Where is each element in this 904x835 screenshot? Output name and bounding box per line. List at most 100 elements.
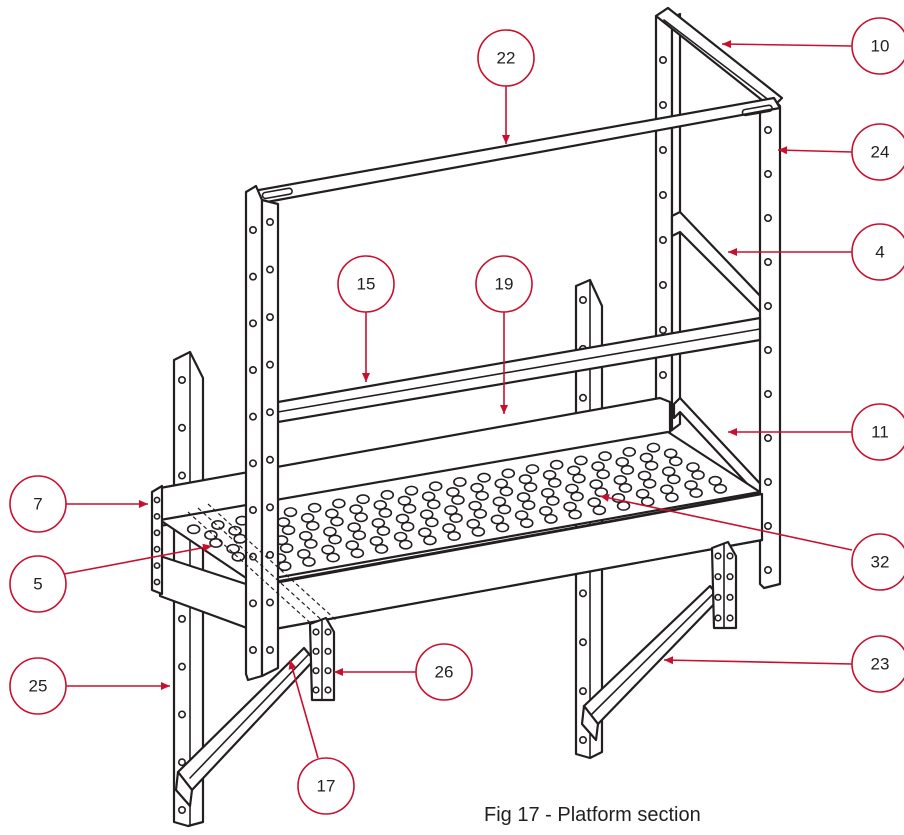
deck-perforation — [519, 518, 534, 529]
bolt-hole — [324, 647, 332, 655]
deck-perforation — [686, 462, 700, 473]
callout-circle — [851, 533, 904, 591]
deck-perforation — [378, 507, 393, 518]
bolt-hole — [658, 55, 667, 64]
leader-arrowhead — [600, 493, 610, 502]
deck-perforation — [589, 479, 603, 490]
bolt-hole — [714, 593, 722, 601]
deck-perforation — [321, 544, 335, 555]
bolt-hole — [265, 550, 274, 559]
bolt-hole — [578, 393, 587, 402]
deck-perforation — [425, 517, 439, 528]
bolt-hole — [578, 735, 587, 744]
deck-perforation — [501, 468, 516, 479]
callout-circle — [851, 403, 904, 461]
deck-perforation — [231, 551, 246, 562]
callout-label: 7 — [33, 495, 42, 514]
deck-perforation — [442, 523, 456, 534]
deck-perforation — [471, 526, 486, 537]
deck-perforation — [525, 464, 540, 475]
deck-perforation — [369, 535, 384, 546]
deck-perforation — [400, 521, 415, 532]
callout-label: 22 — [497, 49, 516, 68]
deck-perforation — [304, 538, 318, 549]
callout-circle — [477, 29, 535, 87]
callout-label: 24 — [871, 143, 890, 162]
bolt-hole — [658, 101, 667, 110]
deck-perforation — [668, 456, 683, 467]
deck-perforation — [447, 531, 461, 542]
deck-perforation — [402, 503, 417, 514]
bolt-hole — [763, 257, 772, 266]
bolt-hole — [178, 471, 187, 480]
deck-perforation — [644, 460, 659, 471]
bolt-hole — [763, 389, 772, 398]
callout-25: 25 — [9, 657, 170, 715]
deck-perforation — [539, 505, 553, 516]
bracket-clip — [308, 616, 336, 702]
callout-circle — [9, 555, 67, 613]
bolt-hole — [763, 565, 772, 574]
bolt-hole — [153, 513, 161, 520]
callout-circle — [9, 475, 67, 533]
bolt-hole — [312, 667, 320, 675]
leader-arrowhead — [664, 656, 674, 665]
bolt-hole — [178, 758, 187, 767]
deck-perforation — [544, 513, 558, 524]
bolt-hole — [658, 146, 667, 155]
deck-perforation — [618, 482, 633, 493]
bolt-hole — [249, 505, 258, 514]
leader-arrowhead — [728, 428, 737, 436]
deck-perforation — [568, 509, 582, 520]
deck-perforation — [446, 487, 460, 498]
deck-perforation — [228, 525, 242, 536]
deck-perforation — [419, 509, 434, 520]
bolt-hole — [578, 589, 587, 598]
deck-perforation — [421, 491, 436, 502]
callout-7: 7 — [9, 475, 148, 533]
deck-perforation — [398, 539, 413, 550]
deck-perforation — [451, 494, 465, 505]
callout-4: 4 — [728, 223, 904, 281]
deck-perforation — [660, 484, 674, 495]
bolt-hole — [658, 236, 667, 245]
deck-perforation — [713, 483, 728, 494]
deck-perforation — [518, 474, 533, 485]
bolt-hole — [265, 455, 274, 464]
deck-perforation — [204, 530, 218, 541]
deck-perforation — [547, 477, 562, 488]
deck-perforation — [708, 475, 723, 486]
front-left-post — [244, 184, 280, 682]
callout-22: 22 — [477, 29, 535, 144]
callout-15: 15 — [337, 255, 395, 382]
deck-perforation — [495, 522, 510, 533]
deck-perforation — [477, 472, 491, 483]
deck-perforation — [549, 459, 564, 470]
bolt-hole — [178, 375, 187, 384]
leader-arrowhead — [502, 135, 510, 144]
callout-11: 11 — [728, 403, 904, 461]
bolt-hole — [153, 545, 161, 553]
leader-line — [777, 149, 853, 153]
bolt-hole — [265, 503, 274, 512]
deck-perforation — [393, 531, 408, 542]
deck-perforation — [298, 530, 313, 541]
bolt-hole — [714, 614, 722, 622]
bolt-hole — [153, 496, 161, 504]
bolt-hole — [249, 599, 258, 608]
callout-circle — [415, 643, 473, 701]
bolt-hole — [324, 667, 332, 675]
deck-perforation — [404, 485, 419, 496]
deck-perforation — [514, 510, 529, 521]
deck-perforation — [281, 525, 296, 536]
bolt-hole — [312, 647, 320, 655]
bolt-hole — [265, 265, 274, 274]
deck-perforation — [570, 491, 584, 502]
deck-perforation — [325, 508, 339, 519]
bolt-hole — [249, 365, 258, 374]
deck-perforation — [691, 470, 705, 481]
callout-10: 10 — [721, 17, 904, 75]
deck-perforation — [371, 517, 386, 528]
leader-arrowhead — [139, 500, 148, 508]
